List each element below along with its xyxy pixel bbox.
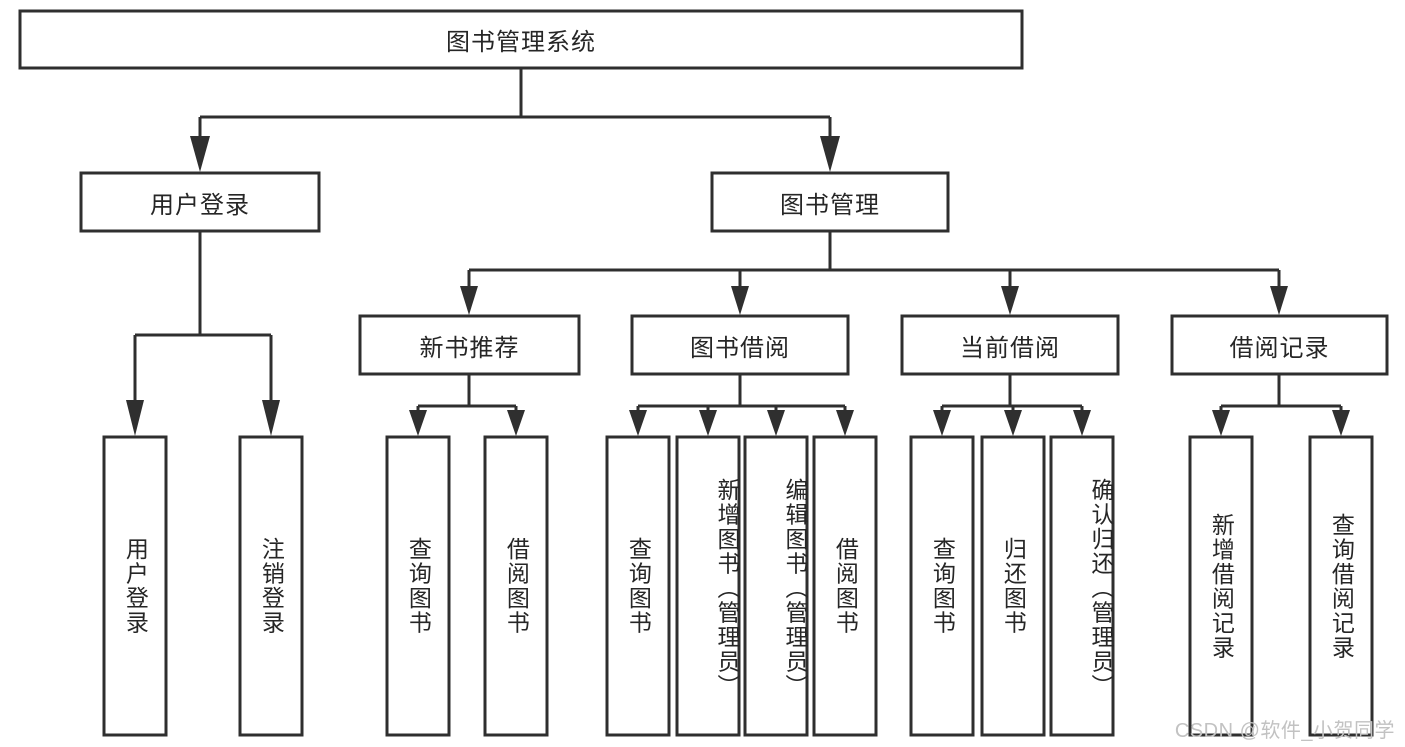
arrow-head-book-borrow	[731, 286, 749, 315]
arrow-head-bb-query-book	[629, 410, 647, 436]
node-box-nbr-query-book[interactable]	[385, 435, 451, 737]
arrow-head-bb-edit-book	[767, 410, 785, 436]
arrow-head-userlogin	[190, 136, 210, 172]
node-box-cb-return-book[interactable]	[980, 435, 1046, 737]
arrow-head-user-logout	[262, 400, 280, 436]
arrow-head-bb-add-book	[699, 410, 717, 436]
node-box-bb-add-book[interactable]	[675, 435, 741, 737]
connector-group-userlogin	[126, 231, 280, 436]
node-box-nbr-borrow-book[interactable]	[483, 435, 549, 737]
arrow-head-nbr-borrow-book	[507, 410, 525, 436]
node-box-cb-confirm-return[interactable]	[1049, 435, 1115, 737]
node-box-borrow-record[interactable]	[1170, 314, 1389, 376]
connector-group-new-book-recommend	[409, 374, 525, 436]
node-box-bb-borrow-book[interactable]	[812, 435, 878, 737]
node-box-book-manage[interactable]	[710, 171, 950, 233]
node-box-user-logout[interactable]	[238, 435, 304, 737]
node-box-br-add-record[interactable]	[1188, 435, 1254, 737]
node-box-user-login-do[interactable]	[102, 435, 168, 737]
arrow-head-bookmanage	[820, 136, 840, 172]
node-box-bb-query-book[interactable]	[605, 435, 671, 737]
connector-group-bookmanage	[460, 231, 1288, 315]
node-box-root[interactable]	[18, 9, 1024, 70]
arrow-head-new-book-recommend	[460, 286, 478, 315]
arrow-head-cb-return-book	[1004, 410, 1022, 436]
csdn-watermark: CSDN @软件_小贺同学	[1174, 720, 1395, 742]
connector-group-borrow-record	[1212, 374, 1350, 436]
arrow-head-current-borrow	[1001, 286, 1019, 315]
arrow-head-br-query-record	[1332, 410, 1350, 436]
node-box-book-borrow[interactable]	[630, 314, 850, 376]
connector-group-current-borrow	[933, 374, 1091, 436]
arrow-head-user-login-do	[126, 400, 144, 436]
connector-group-root	[190, 68, 840, 172]
arrow-head-br-add-record	[1212, 410, 1230, 436]
node-box-user-login[interactable]	[79, 171, 321, 233]
arrow-head-cb-confirm-return	[1073, 410, 1091, 436]
arrow-head-bb-borrow-book	[836, 410, 854, 436]
node-box-current-borrow[interactable]	[900, 314, 1120, 376]
connector-group-book-borrow	[629, 374, 854, 436]
arrow-head-borrow-record	[1270, 286, 1288, 315]
node-box-bb-edit-book[interactable]	[743, 435, 809, 737]
node-box-new-book-recommend[interactable]	[358, 314, 581, 376]
node-box-br-query-record[interactable]	[1308, 435, 1374, 737]
arrow-head-cb-query-book	[933, 410, 951, 436]
arrow-head-nbr-query-book	[409, 410, 427, 436]
node-box-cb-query-book[interactable]	[909, 435, 975, 737]
